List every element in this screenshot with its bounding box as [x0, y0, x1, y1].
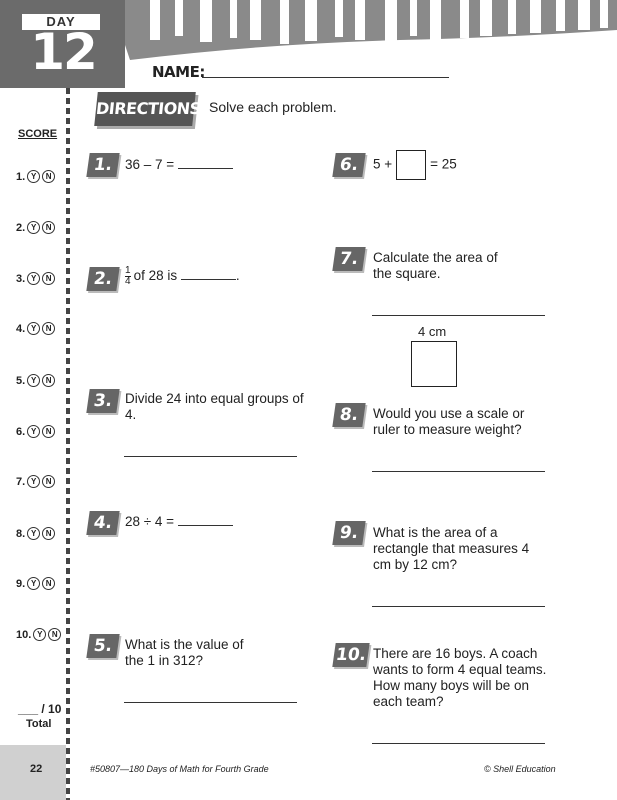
directions-text: Solve each problem.	[209, 99, 337, 115]
problem-7-number: 7.	[332, 247, 366, 271]
problem-2-number: 2.	[86, 267, 120, 291]
problem-5-text: What is the value of the 1 in 312?	[125, 637, 244, 668]
problem-8-text: Would you use a scale or ruler to measur…	[373, 406, 525, 437]
answer-line[interactable]	[124, 456, 297, 457]
problem-1-text: 36 – 7 =	[125, 157, 233, 173]
yes-circle[interactable]: Y	[27, 221, 41, 234]
binding-spine	[66, 88, 70, 800]
no-circle[interactable]: N	[42, 577, 56, 590]
problem-9-text: What is the area of a rectangle that mea…	[373, 525, 530, 572]
no-circle[interactable]: N	[42, 322, 56, 335]
no-circle[interactable]: N	[42, 272, 56, 285]
answer-line[interactable]	[372, 743, 545, 744]
book-title: #50807—180 Days of Math for Fourth Grade	[90, 764, 269, 774]
yes-circle[interactable]: Y	[27, 170, 41, 183]
problem-4-text: 28 ÷ 4 =	[125, 514, 233, 530]
problem-5-number: 5.	[86, 634, 120, 658]
problem-3-number: 3.	[86, 389, 120, 413]
square-figure	[411, 341, 457, 387]
answer-line[interactable]	[372, 315, 545, 316]
answer-line[interactable]	[372, 606, 545, 607]
answer-line[interactable]	[124, 702, 297, 703]
problem-10-text: There are 16 boys. A coach wants to form…	[373, 646, 547, 709]
yes-circle[interactable]: Y	[27, 577, 41, 590]
no-circle[interactable]: N	[42, 475, 56, 488]
publisher: © Shell Education	[484, 764, 556, 774]
directions-badge: DIRECTIONS	[94, 92, 202, 126]
square-side-label: 4 cm	[418, 324, 447, 339]
yes-circle[interactable]: Y	[27, 527, 41, 540]
decorative-banner	[110, 0, 617, 60]
answer-box[interactable]	[396, 150, 427, 180]
answer-blank[interactable]	[177, 168, 233, 169]
problem-9-number: 9.	[332, 521, 366, 545]
problem-6-text: 5 += 25	[373, 150, 457, 180]
problem-7-text: Calculate the area of the square.	[373, 250, 498, 281]
no-circle[interactable]: N	[42, 374, 56, 387]
yes-circle[interactable]: Y	[27, 322, 41, 335]
no-circle[interactable]: N	[42, 170, 56, 183]
problem-6-number: 6.	[332, 153, 366, 177]
yes-circle[interactable]: Y	[33, 628, 47, 641]
problem-1-number: 1.	[86, 153, 120, 177]
problem-8-number: 8.	[332, 403, 366, 427]
answer-blank[interactable]	[177, 525, 233, 526]
answer-blank[interactable]	[180, 279, 236, 281]
page-number: 22	[30, 763, 43, 775]
answer-line[interactable]	[372, 471, 545, 472]
no-circle[interactable]: N	[42, 425, 56, 438]
no-circle[interactable]: N	[42, 527, 56, 540]
problem-10-number: 10.	[332, 643, 370, 667]
footer-corner	[0, 745, 66, 800]
yes-circle[interactable]: Y	[27, 475, 41, 488]
problem-3-text: Divide 24 into equal groups of 4.	[125, 391, 304, 422]
day-number: 12	[30, 23, 98, 81]
day-label: DAY	[22, 14, 100, 30]
name-label: NAME:	[152, 63, 205, 81]
yes-circle[interactable]: Y	[27, 425, 41, 438]
no-circle[interactable]: N	[48, 628, 62, 641]
name-field[interactable]	[202, 77, 449, 78]
total-label: Total	[26, 718, 52, 730]
score-heading: SCORE	[18, 128, 58, 140]
no-circle[interactable]: N	[42, 221, 56, 234]
yes-circle[interactable]: Y	[27, 374, 41, 387]
yes-circle[interactable]: Y	[27, 272, 41, 285]
problem-4-number: 4.	[86, 511, 120, 535]
total-score[interactable]: ___ / 10	[18, 702, 62, 716]
